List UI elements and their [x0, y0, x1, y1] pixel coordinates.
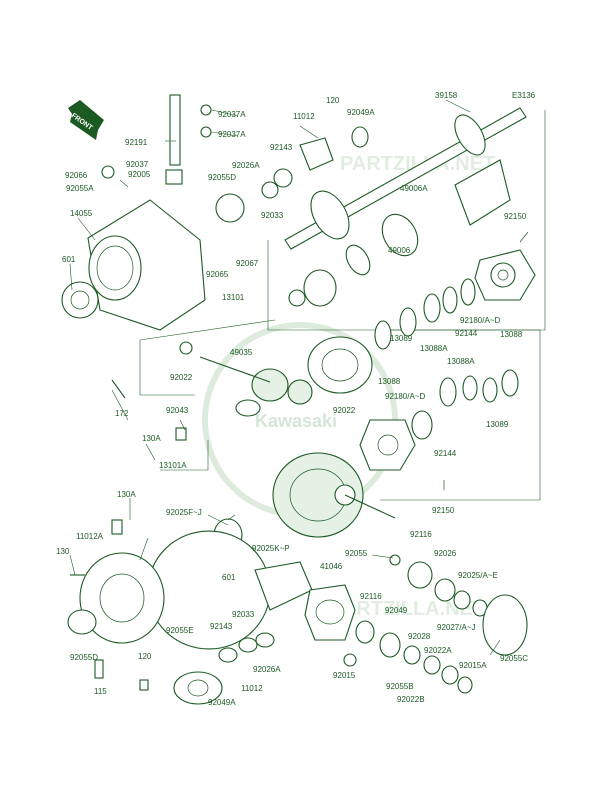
label-130: 130: [56, 547, 70, 556]
label-92043: 92043: [166, 406, 189, 415]
label-120-top: 120: [326, 96, 340, 105]
label-92026A-top: 92026A: [232, 161, 260, 170]
label-92015: 92015: [333, 671, 356, 680]
label-92116-mid: 92116: [360, 592, 382, 601]
label-13088-right: 13088: [500, 330, 523, 339]
label-92037A-1: 92037A: [218, 110, 246, 119]
site-watermark-bottom: PARTZILLA.NET: [330, 598, 485, 620]
front-arrow-icon: FRONT: [68, 100, 104, 140]
label-13089-top: 13089: [390, 334, 413, 343]
label-92055D-top: 92055D: [208, 173, 236, 182]
label-130A-top: 130A: [142, 434, 161, 443]
rear-cover: [67, 519, 165, 691]
label-92067: 92067: [236, 259, 259, 268]
drive-shaft-part: [284, 107, 527, 250]
label-92025AE: 92025/A~E: [458, 571, 498, 580]
label-172: 172: [115, 409, 129, 418]
label-92191: 92191: [125, 138, 148, 147]
site-watermark-top: PARTZILLA.NET: [340, 153, 495, 175]
label-92144-mid: 92144: [434, 449, 457, 458]
label-92066: 92066: [65, 171, 88, 180]
label-92116-top: 92116: [410, 530, 432, 539]
label-92049: 92049: [385, 606, 408, 615]
label-92180AD-top: 92180/A~D: [460, 316, 500, 325]
label-14055: 14055: [70, 209, 93, 218]
label-11012A: 11012A: [76, 532, 104, 541]
label-115: 115: [94, 687, 107, 696]
label-13089-mid: 13089: [486, 420, 509, 429]
label-11012-top: 11012: [293, 112, 315, 121]
label-39158: 39158: [435, 91, 458, 100]
gear-case-housing: [61, 94, 369, 331]
label-92180AD-mid: 92180/A~D: [385, 392, 425, 401]
ring-gear: [147, 452, 396, 650]
label-92055B: 92055B: [386, 682, 414, 691]
label-92025FJ: 92025F~J: [166, 508, 202, 517]
label-92026A-bot: 92026A: [253, 665, 281, 674]
label-92144-top: 92144: [455, 329, 478, 338]
diagram-code: E3136: [512, 91, 536, 100]
leader-lines: [69, 99, 501, 656]
label-13101: 13101: [222, 293, 245, 302]
label-92033-top: 92033: [261, 211, 284, 220]
label-13088-mid: 13088: [378, 377, 401, 386]
label-92143-bot: 92143: [210, 622, 233, 631]
label-49006A: 49006A: [400, 184, 428, 193]
label-601-left: 601: [62, 255, 76, 264]
label-92150-top: 92150: [504, 212, 527, 221]
label-92143-top: 92143: [270, 143, 293, 152]
label-92055: 92055: [345, 549, 368, 558]
label-92055D-bot: 92055D: [70, 653, 98, 662]
label-41046: 41046: [320, 562, 343, 571]
label-13101A: 13101A: [159, 461, 187, 470]
label-92015A: 92015A: [459, 661, 487, 670]
label-92005: 92005: [128, 170, 151, 179]
part-labels: 92037A 92037A 120 11012 92049A 39158 921…: [56, 91, 528, 707]
label-92055A: 92055A: [66, 184, 94, 193]
label-92065: 92065: [206, 270, 229, 279]
flange-upper-right: [474, 231, 536, 301]
label-92049A-bot: 92049A: [208, 698, 236, 707]
label-92026: 92026: [434, 549, 457, 558]
label-13088A-top: 13088A: [420, 344, 448, 353]
label-92055C: 92055C: [500, 654, 528, 663]
label-92022B: 92022B: [397, 695, 425, 704]
label-120-bot: 120: [138, 652, 152, 661]
cv-boot-parts: [288, 159, 511, 307]
pinion-housing: [304, 554, 528, 694]
label-92049A-top: 92049A: [347, 108, 375, 117]
brand-watermark: Kawasaki: [255, 411, 337, 431]
label-92022A: 92022A: [424, 646, 452, 655]
bottom-middle-parts: [173, 632, 275, 705]
label-92022: 92022: [170, 373, 193, 382]
group-frames: [139, 110, 546, 501]
label-92027AJ: 92027/A~J: [437, 623, 475, 632]
label-92033-bot: 92033: [232, 610, 255, 619]
lower-right-flange: [359, 369, 519, 490]
label-92037: 92037: [126, 160, 149, 169]
label-92028: 92028: [408, 632, 431, 641]
label-601-mid: 601: [222, 573, 236, 582]
differential-assembly: [111, 336, 373, 441]
shim-stack-upper: [374, 278, 476, 350]
label-92055E: 92055E: [166, 626, 194, 635]
label-92025KP: 92025K~P: [252, 544, 290, 553]
label-92037A-2: 92037A: [218, 130, 246, 139]
label-49006: 49006: [388, 246, 411, 255]
label-49035: 49035: [230, 348, 253, 357]
label-92150-mid: 92150: [432, 506, 455, 515]
label-130A-mid: 130A: [117, 490, 136, 499]
label-13088A-mid: 13088A: [447, 357, 475, 366]
label-11012-bot: 11012: [241, 684, 263, 693]
label-92022-mid: 92022: [333, 406, 356, 415]
